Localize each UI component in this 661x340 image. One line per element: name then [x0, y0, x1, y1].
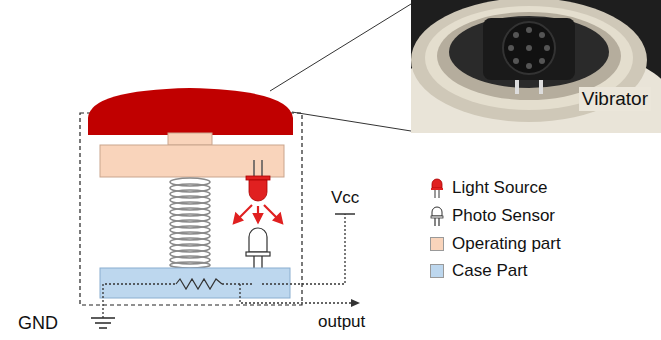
- legend-entry: Case Part: [430, 261, 528, 281]
- legend-entry: Operating part: [430, 234, 561, 254]
- legend-text: Photo Sensor: [452, 206, 555, 226]
- legend-entry: Photo Sensor: [430, 206, 555, 226]
- legend-entry: Light Source: [430, 178, 547, 198]
- legend-icon: [430, 206, 444, 226]
- legend-text: Light Source: [452, 178, 547, 198]
- vibrator-photo: [411, 0, 661, 133]
- legend-text: Operating part: [452, 234, 561, 254]
- light-source: [246, 160, 270, 201]
- legend-swatch: [430, 264, 444, 278]
- vcc-terminal: [335, 213, 355, 215]
- button-cap: [88, 88, 293, 135]
- legend-swatch: [430, 237, 444, 251]
- output-arrowhead: [351, 299, 360, 307]
- leader-line: [292, 112, 411, 131]
- legend-text: Case Part: [452, 261, 528, 281]
- photo-label: Vibrator: [579, 87, 651, 111]
- operating-part: [100, 145, 284, 177]
- wiring: [103, 214, 352, 318]
- signal-label: output: [318, 312, 365, 332]
- light-rays: [234, 205, 282, 223]
- stem: [168, 133, 212, 145]
- spring: [170, 178, 210, 268]
- resistor-symbol: [176, 279, 222, 289]
- photo-panel: Vibrator: [411, 0, 661, 133]
- legend-icon: [430, 178, 444, 198]
- signal-label: GND: [18, 313, 58, 334]
- ground-symbol: [91, 318, 115, 328]
- case-part: [100, 268, 290, 298]
- signal-label: Vcc: [331, 188, 359, 208]
- housing-outline: [80, 113, 302, 305]
- leader-line: [270, 4, 411, 91]
